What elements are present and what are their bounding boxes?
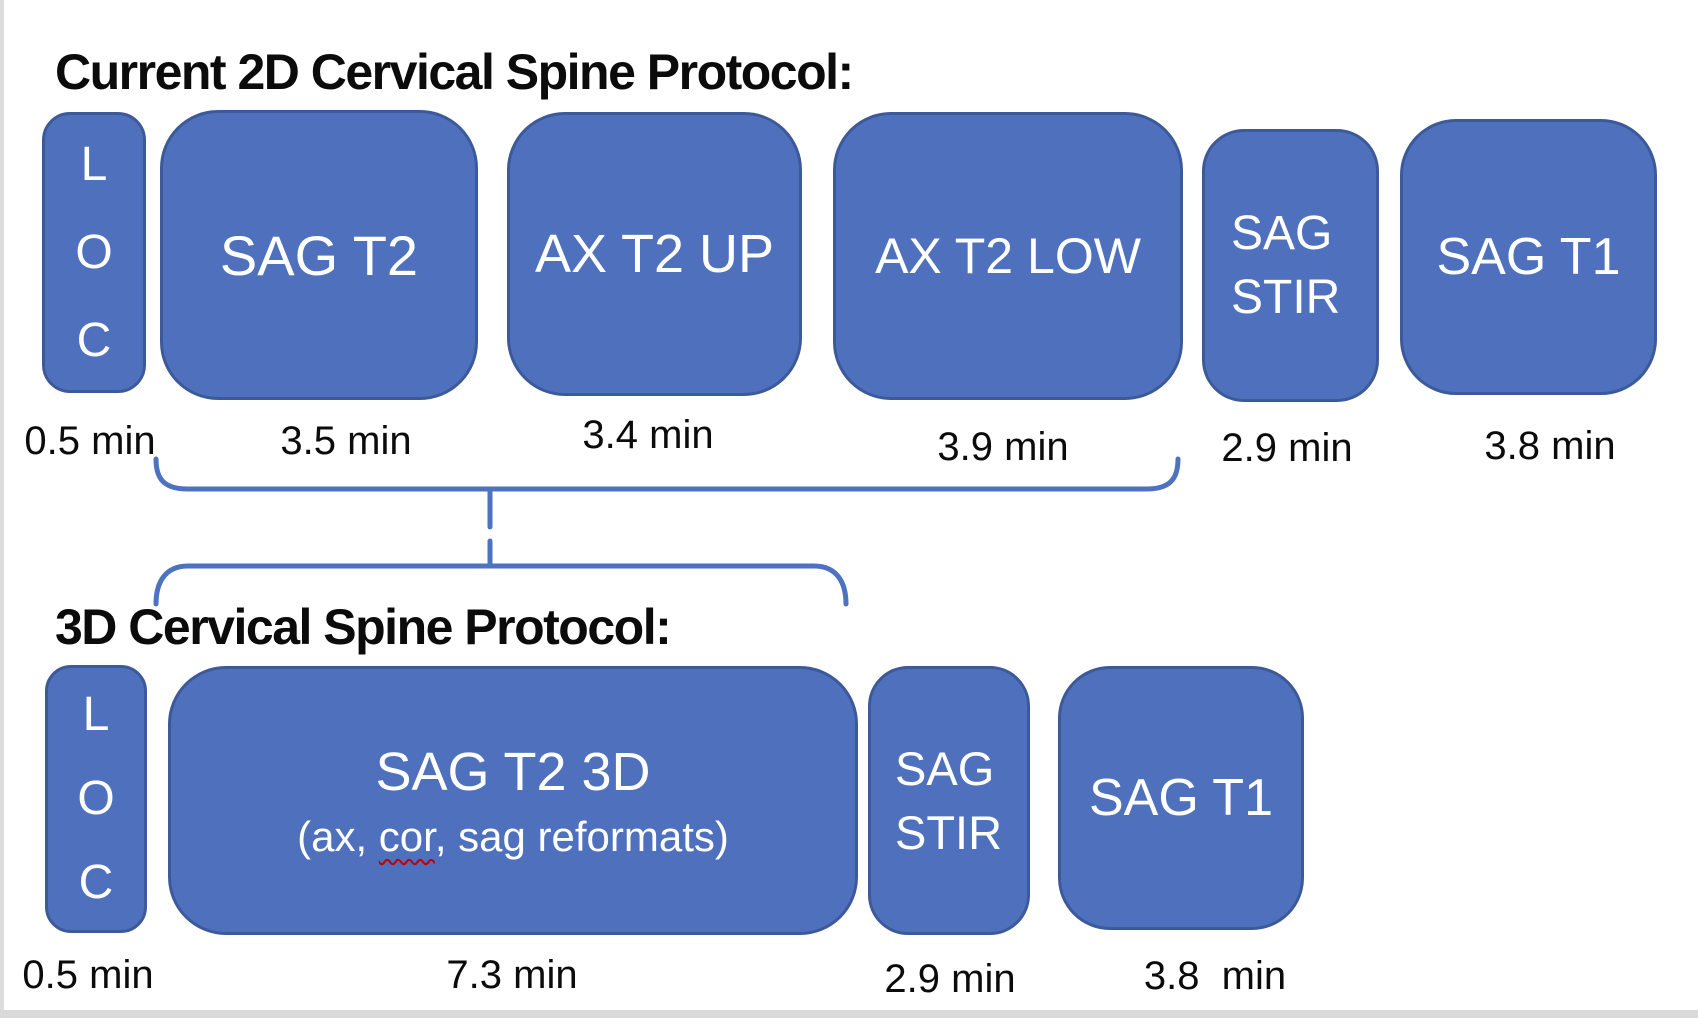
box-label: SAG: [895, 741, 995, 795]
box-label: O: [75, 225, 113, 279]
box-label: STIR: [895, 805, 1003, 859]
bottom-protocol-title: 3D Cervical Spine Protocol:: [55, 599, 672, 655]
top-protocol-title: Current 2D Cervical Spine Protocol:: [55, 44, 854, 100]
box-label: SAG T2 3D: [375, 741, 651, 802]
sequence-box-loc-2d: L O C: [42, 112, 146, 393]
time-label-sag-t1-3d: 3.8 min: [1143, 954, 1287, 998]
box-label: SAG T1: [1088, 769, 1273, 827]
bottom-frame-bar: [0, 1010, 1698, 1018]
sequence-box-loc-3d: L O C: [45, 665, 147, 933]
box-label: AX T2 LOW: [875, 228, 1141, 284]
box-label: STIR: [1231, 270, 1341, 324]
sequence-box-sag-t1-2d: SAG T1: [1400, 119, 1657, 395]
sublabel-suffix: , sag reformats): [434, 812, 729, 860]
box-label: C: [78, 856, 114, 909]
time-label-sag-t1-2d: 3.8 min: [1484, 424, 1616, 468]
sublabel-misspelled-word: cor: [378, 812, 435, 860]
time-label-loc-3d: 0.5 min: [22, 953, 154, 997]
sequence-box-ax-t2-low: AX T2 LOW: [833, 112, 1183, 400]
box-label: SAG T2: [219, 223, 419, 287]
time-label-sag-t2-3d: 7.3 min: [446, 953, 578, 997]
box-label: L: [80, 137, 108, 191]
box-label: SAG T1: [1436, 228, 1621, 286]
sublabel-prefix: (ax,: [297, 812, 379, 860]
box-label: L: [82, 688, 110, 741]
time-label-sag-stir-2d: 2.9 min: [1221, 426, 1353, 470]
sequence-box-sag-t2-3d: SAG T2 3D (ax, cor, sag reformats): [168, 666, 858, 935]
time-label-ax-t2-up: 3.4 min: [582, 413, 714, 457]
time-label-sag-stir-3d: 2.9 min: [884, 957, 1016, 1001]
sequence-box-sag-stir-2d: SAG STIR: [1202, 129, 1379, 402]
time-label-ax-t2-low: 3.9 min: [937, 425, 1069, 469]
box-label: O: [77, 772, 115, 825]
sequence-box-sag-t2: SAG T2: [160, 110, 478, 400]
box-label: AX T2 UP: [534, 224, 775, 284]
time-label-sag-t2: 3.5 min: [280, 419, 412, 463]
box-sublabel: (ax, cor, sag reformats): [297, 813, 729, 861]
sequence-box-sag-stir-3d: SAG STIR: [868, 666, 1030, 935]
time-label-loc-2d: 0.5 min: [24, 419, 156, 463]
sequence-box-sag-t1-3d: SAG T1: [1058, 666, 1304, 930]
box-label: SAG: [1231, 206, 1333, 260]
box-label: C: [76, 313, 112, 367]
left-frame-line: [0, 0, 4, 1018]
sequence-box-ax-t2-up: AX T2 UP: [507, 112, 802, 396]
